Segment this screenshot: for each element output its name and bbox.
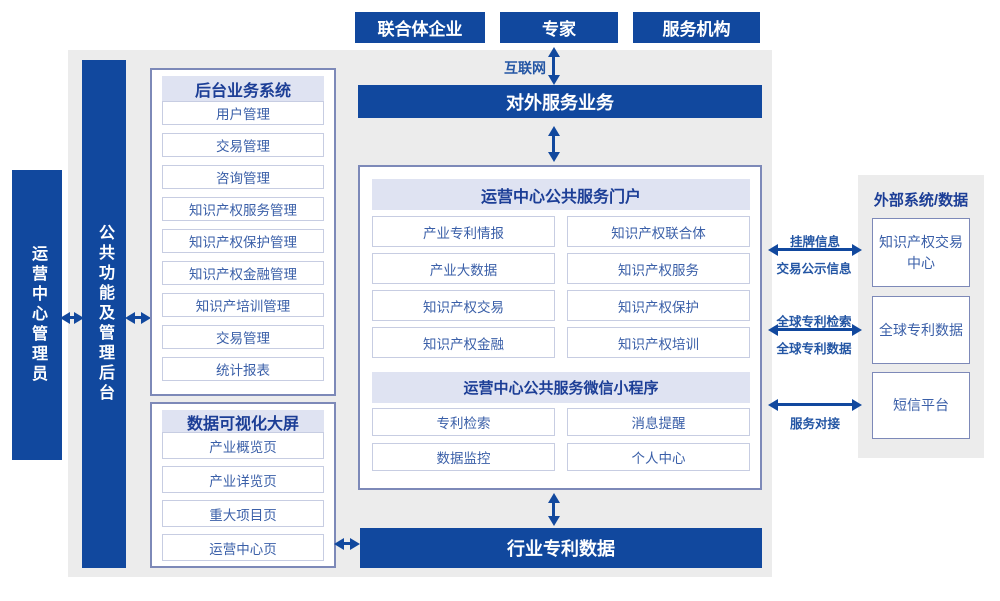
miniprogram-item: 专利检索 [372,408,555,436]
portal-title: 运营中心公共服务门户 [372,179,750,210]
service-arrow [777,403,853,406]
dashboard-item: 产业概览页 [162,432,324,459]
trade-publicity-label: 交易公示信息 [776,262,852,276]
external-panel-title: 外部系统/数据 [873,192,969,209]
admin-backend-arrow [69,316,75,319]
backend-item: 交易管理 [162,325,324,349]
dashboard-panel-title: 数据可视化大屏 [162,410,324,434]
dashboard-panel: 数据可视化大屏 产业概览页 产业详览页 重大项目页 运营中心页 [150,402,336,568]
portal-item: 产业大数据 [372,253,555,284]
backend-item: 交易管理 [162,133,324,157]
miniprogram-item: 数据监控 [372,443,555,471]
industry-data-bar: 行业专利数据 [360,528,762,568]
portal-item: 知识产权培训 [567,327,750,358]
backend-item: 知识产权保护管理 [162,229,324,253]
patent-arrow [777,328,853,331]
external-service-bar: 对外服务业务 [358,85,762,118]
backend-item: 知识产培训管理 [162,293,324,317]
listing-arrow [777,248,853,251]
portal-data-arrow [552,502,555,517]
actor-box-expert: 专家 [500,12,618,43]
dashboard-item: 运营中心页 [162,534,324,561]
admin-sidebar: 运营中心管理员 [12,170,62,460]
internet-arrow [552,56,555,76]
backend-panel: 后台业务系统 用户管理 交易管理 咨询管理 知识产权服务管理 知识产权保护管理 … [150,68,336,396]
actor-box-consortium: 联合体企业 [355,12,485,43]
dashboard-item: 重大项目页 [162,500,324,527]
miniprogram-title: 运营中心公共服务微信小程序 [372,372,750,403]
external-system-box: 知识产权交易中心 [872,218,970,287]
portal-item: 知识产权服务 [567,253,750,284]
global-patent-search-label: 全球专利检索 [776,315,852,329]
backend-item: 知识产权服务管理 [162,197,324,221]
portal-item: 知识产权金融 [372,327,555,358]
service-link-label: 服务对接 [789,417,840,431]
backend-item: 咨询管理 [162,165,324,189]
actor-label: 服务机构 [662,20,731,39]
actor-label: 专家 [542,20,576,39]
actor-label: 联合体企业 [377,20,463,39]
portal-item: 知识产权交易 [372,290,555,321]
dashboard-data-arrow [343,542,351,545]
portal-item: 知识产权保护 [567,290,750,321]
backend-item: 知识产权金融管理 [162,261,324,285]
backend-panel-arrow [134,316,142,319]
portal-item: 产业专利情报 [372,216,555,247]
portal-panel: 运营中心公共服务门户 产业专利情报 知识产权联合体 产业大数据 知识产权服务 知… [358,165,762,490]
admin-sidebar-label: 运营中心管理员 [29,245,46,385]
service-portal-arrow [552,135,555,153]
backend-panel-title: 后台业务系统 [162,76,324,101]
miniprogram-item: 个人中心 [567,443,750,471]
portal-item: 知识产权联合体 [567,216,750,247]
external-system-box: 短信平台 [872,372,970,439]
listing-info-label: 挂牌信息 [789,235,840,249]
backend-sidebar: 公共功能及管理后台 [82,60,126,568]
internet-label: 互联网 [504,60,546,76]
external-system-box: 全球专利数据 [872,296,970,364]
dashboard-item: 产业详览页 [162,466,324,493]
backend-sidebar-label: 公共功能及管理后台 [96,224,113,404]
global-patent-data-label: 全球专利数据 [776,342,852,356]
actor-box-agency: 服务机构 [633,12,760,43]
miniprogram-item: 消息提醒 [567,408,750,436]
external-panel: 外部系统/数据 知识产权交易中心 全球专利数据 短信平台 [858,175,984,458]
backend-item: 用户管理 [162,101,324,125]
backend-item: 统计报表 [162,357,324,381]
